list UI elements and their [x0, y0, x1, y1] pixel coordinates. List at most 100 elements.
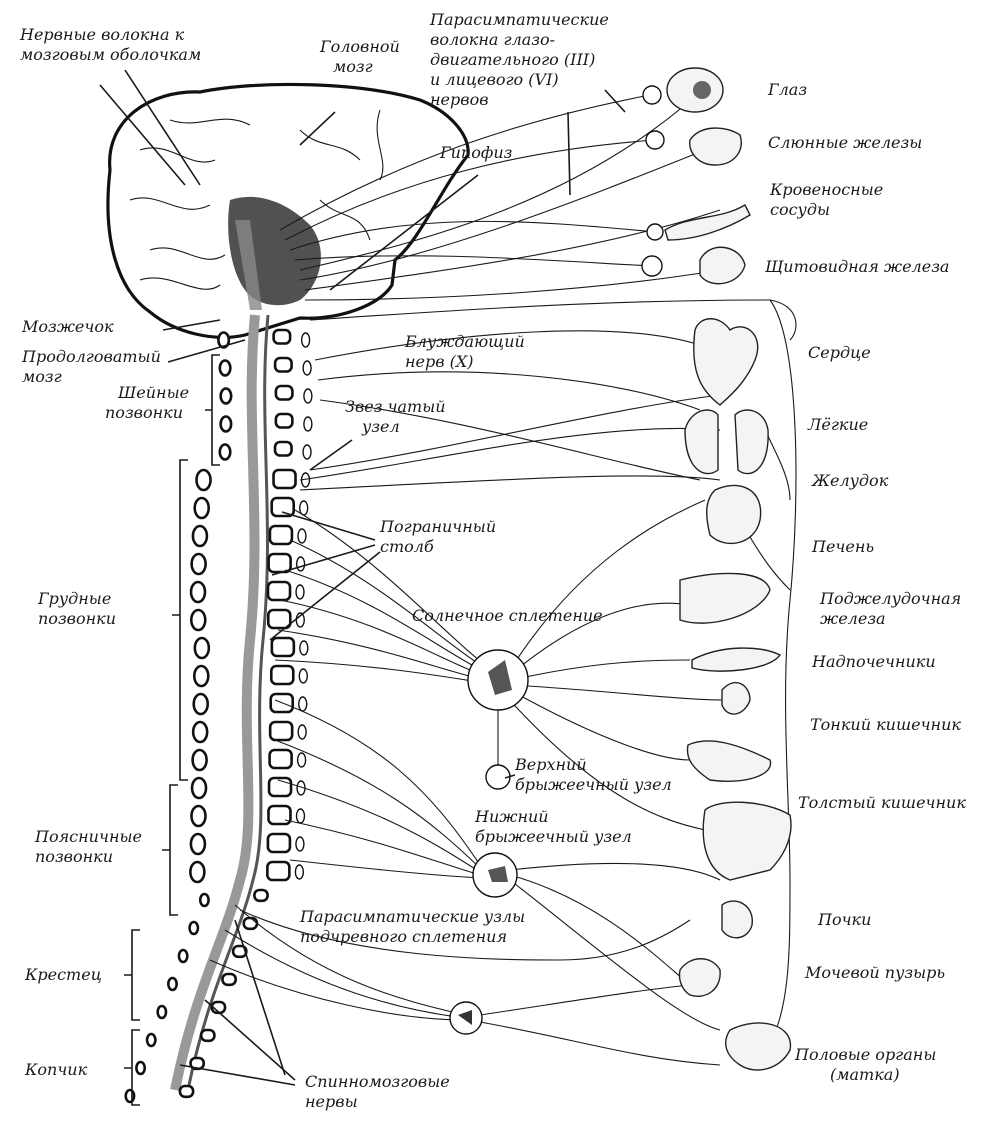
vertebra-body — [244, 918, 257, 929]
chain-ganglion — [303, 361, 311, 375]
vertebra-body — [276, 386, 293, 400]
vertebra-body — [275, 442, 292, 456]
vertebral-process — [221, 389, 232, 404]
organ-label-liver: Печень — [811, 537, 874, 556]
heart-icon — [694, 319, 758, 405]
sympathetic-chain-ganglia — [295, 333, 312, 879]
thyroid-ganglion — [642, 256, 662, 276]
label-pituitary: Гипофиз — [439, 143, 512, 162]
vertebral-process — [158, 1006, 166, 1018]
label-coccyx: Копчик — [24, 1060, 88, 1079]
vertebra-body — [274, 330, 291, 344]
vertebral-process — [192, 778, 206, 798]
organ-label-heart: Сердце — [808, 343, 871, 362]
vertebra-body — [269, 554, 291, 572]
eye-icon — [667, 68, 723, 112]
vertebral-process — [168, 978, 176, 990]
vertebra-body — [272, 498, 294, 516]
vertebra-body — [268, 806, 290, 824]
organ-label-lungs: Лёгкие — [807, 415, 868, 434]
liver-icon — [680, 573, 770, 623]
bladder-icon — [679, 959, 720, 997]
chain-ganglion — [300, 641, 308, 655]
vertebral-process — [195, 498, 209, 518]
chain-ganglion — [295, 865, 303, 879]
vertebral-process — [136, 1062, 144, 1074]
vertebra-body — [268, 834, 290, 852]
vertebra-body — [268, 610, 290, 628]
label-inferior-mesenteric: Нижнийбрыжеечный узел — [474, 807, 632, 846]
vertebral-process — [190, 862, 204, 882]
vertebra-body — [270, 526, 292, 544]
chain-ganglion — [296, 809, 304, 823]
vertebra-body — [267, 862, 289, 880]
organ-label-eye: Глаз — [767, 80, 807, 99]
chain-ganglion — [304, 417, 312, 431]
vertebral-process — [191, 610, 205, 630]
chain-ganglion — [299, 697, 307, 711]
organ-label-large-intestine: Толстый кишечник — [798, 793, 966, 812]
vessel-ganglion — [647, 224, 663, 240]
chain-ganglion — [296, 837, 304, 851]
vertebra-body — [270, 750, 292, 768]
large-intestine-icon — [703, 802, 791, 880]
vertebral-process — [220, 445, 231, 460]
adrenal-icon — [722, 683, 750, 714]
vertebral-process — [194, 694, 208, 714]
label-medulla: Продолговатыймозг — [21, 347, 161, 386]
label-sacrum: Крестец — [24, 965, 102, 984]
organ-label-kidneys: Почки — [817, 910, 871, 929]
stomach-icon — [707, 485, 761, 543]
uterus-icon — [726, 1023, 791, 1070]
vertebra-body — [272, 638, 294, 656]
chain-ganglion — [302, 333, 310, 347]
vertebra-body — [276, 414, 293, 428]
vertebral-process — [193, 750, 207, 770]
otic-ganglion — [646, 131, 664, 149]
vertebral-process — [221, 417, 232, 432]
chain-ganglion — [303, 445, 311, 459]
lungs-icon — [685, 410, 768, 474]
vertebral-process — [191, 582, 205, 602]
vertebral-process — [192, 554, 206, 574]
vertebral-process — [193, 526, 207, 546]
label-superior-mesenteric: Верхнийбрыжеечный узел — [514, 755, 672, 794]
vertebral-process — [179, 950, 187, 962]
label-solar-plexus: Солнечное сплетение — [412, 606, 603, 625]
brain-outline — [108, 84, 468, 337]
organ-label-thyroid: Щитовидная железа — [764, 257, 949, 276]
pancreas-icon — [692, 648, 780, 671]
organ-label-small-intestine: Тонкий кишечник — [810, 715, 961, 734]
vertebral-process — [197, 470, 211, 490]
vertebra-body — [275, 358, 292, 372]
vertebral-process — [200, 894, 208, 906]
spinal-column — [126, 315, 312, 1102]
vertebral-process — [191, 806, 205, 826]
kidneys-icon — [722, 901, 752, 938]
organ-label-adrenal: Надпочечники — [811, 652, 936, 671]
vertebral-process — [190, 922, 198, 934]
vertebra-body — [268, 582, 290, 600]
thyroid-icon — [700, 247, 745, 283]
vertebral-process — [126, 1090, 134, 1102]
vertebra-body — [274, 470, 296, 488]
vertebra-body — [201, 1030, 214, 1041]
vertebral-process — [147, 1034, 155, 1046]
vertebral-process — [191, 834, 205, 854]
ciliary-ganglion — [643, 86, 661, 104]
vertebra-body — [270, 722, 292, 740]
chain-ganglion — [298, 529, 306, 543]
salivary-glands-icon — [690, 128, 742, 165]
label-cerebellum: Мозжечок — [21, 317, 114, 336]
organ-labels: Глаз Слюнные железы Кровеносныесосуды Щи… — [764, 80, 966, 1084]
organ-label-stomach: Желудок — [811, 471, 889, 490]
